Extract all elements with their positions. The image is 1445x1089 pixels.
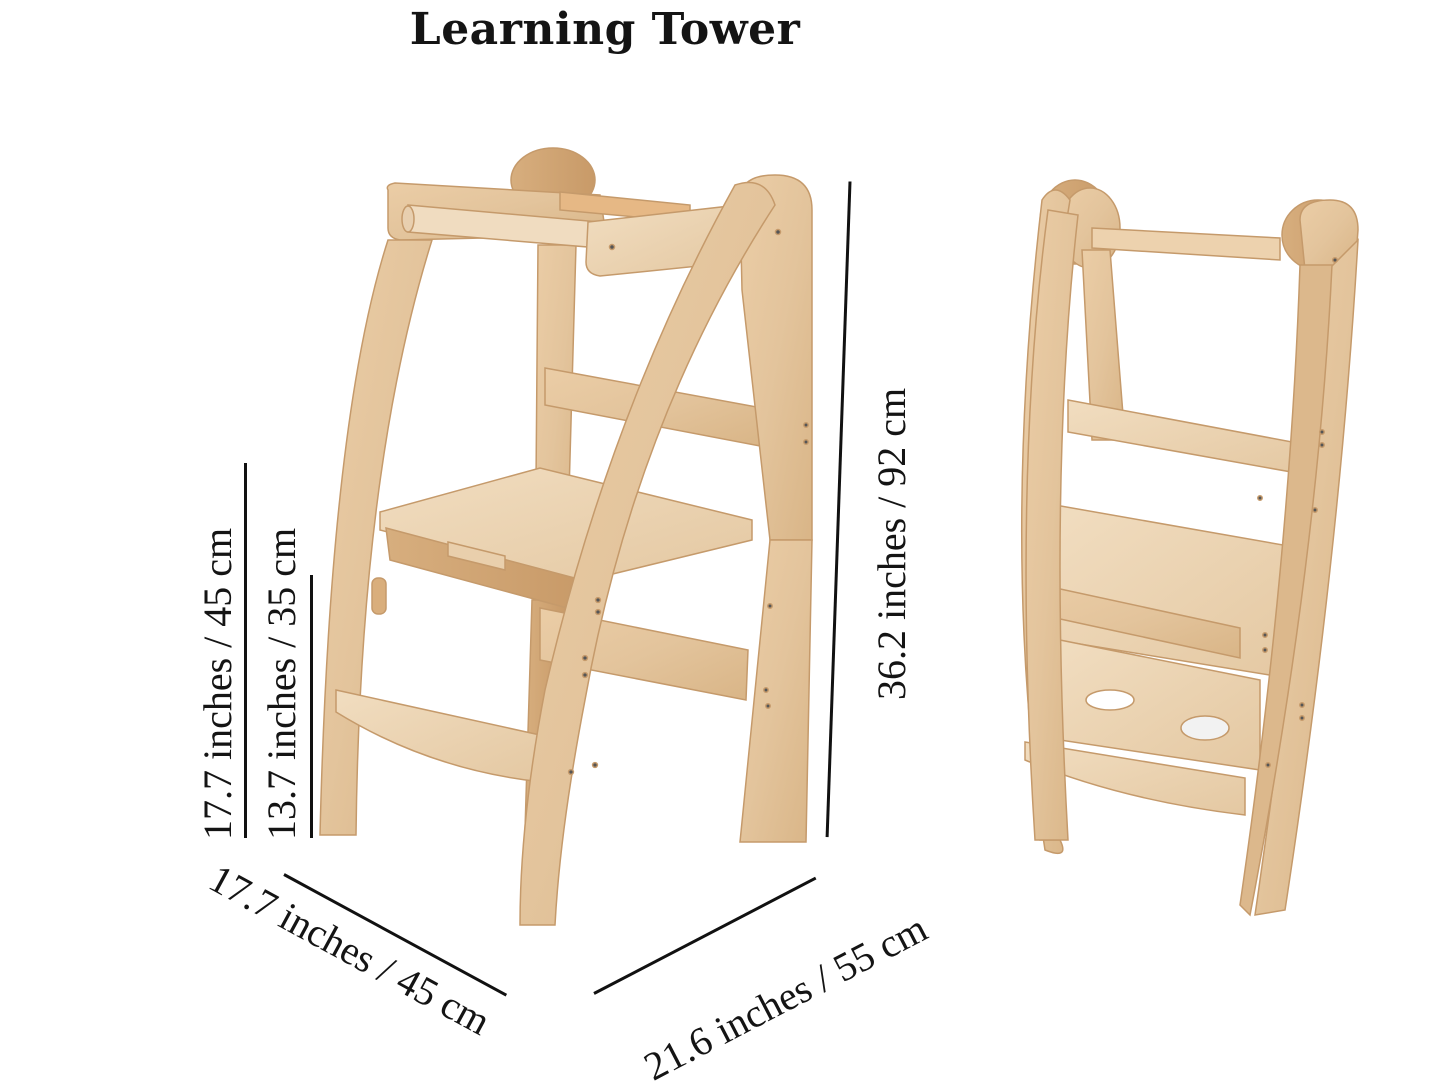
tower-folded: [1021, 179, 1359, 917]
diagram-title: Learning Tower: [409, 4, 801, 55]
platform-min-dimension-line: [310, 575, 313, 838]
platform-max-dimension-label: 17.7 inches / 45 cm: [195, 527, 240, 840]
height-dimension-label: 36.2 inches / 92 cm: [869, 387, 914, 700]
platform-min-dimension-label: 13.7 inches / 35 cm: [259, 527, 304, 840]
tower-unfolded: [319, 147, 813, 926]
platform-max-dimension-line: [244, 463, 247, 838]
